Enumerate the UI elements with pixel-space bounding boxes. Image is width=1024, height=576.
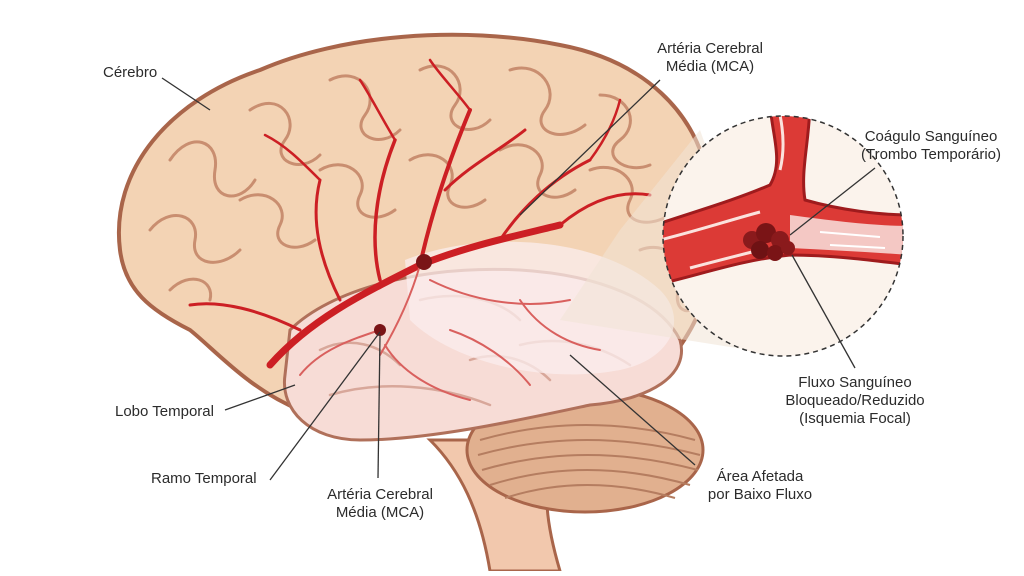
label-mca-top: Artéria Cerebral Média (MCA) <box>630 40 790 76</box>
leader-lines <box>161 77 876 481</box>
label-mca-bottom: Artéria Cerebral Média (MCA) <box>300 486 460 522</box>
label-flow-line3: (Isquemia Focal) <box>799 410 911 427</box>
label-mca-top-line1: Artéria Cerebral <box>657 40 763 57</box>
label-clot-line1: Coágulo Sanguíneo <box>864 128 998 145</box>
label-clot-line2: (Trombo Temporário) <box>860 146 1002 163</box>
label-mca-top-line2: Média (MCA) <box>665 58 755 75</box>
label-affected-line1: Área Afetada <box>716 468 804 485</box>
zoomed-clot <box>743 223 795 261</box>
label-temporal-lobe: Lobo Temporal <box>115 403 214 420</box>
label-affected-area: Área Afetada por Baixo Fluxo <box>680 468 840 504</box>
clot-temporal <box>374 324 386 336</box>
label-flow-line2: Bloqueado/Reduzido <box>785 392 925 409</box>
clot-main <box>416 254 432 270</box>
label-affected-line2: por Baixo Fluxo <box>707 486 813 503</box>
label-clot: Coágulo Sanguíneo (Trombo Temporário) <box>846 128 1016 164</box>
label-flow-line1: Fluxo Sanguíneo <box>798 374 912 391</box>
label-blocked-flow: Fluxo Sanguíneo Bloqueado/Reduzido (Isqu… <box>770 374 940 428</box>
label-mca-bottom-line2: Média (MCA) <box>335 504 425 521</box>
temporal-branches <box>299 264 601 401</box>
label-temporal-branch: Ramo Temporal <box>151 470 257 487</box>
zoom-artery-detail <box>663 116 903 287</box>
label-brain: Cérebro <box>103 64 158 81</box>
label-mca-bottom-line1: Artéria Cerebral <box>327 486 433 503</box>
